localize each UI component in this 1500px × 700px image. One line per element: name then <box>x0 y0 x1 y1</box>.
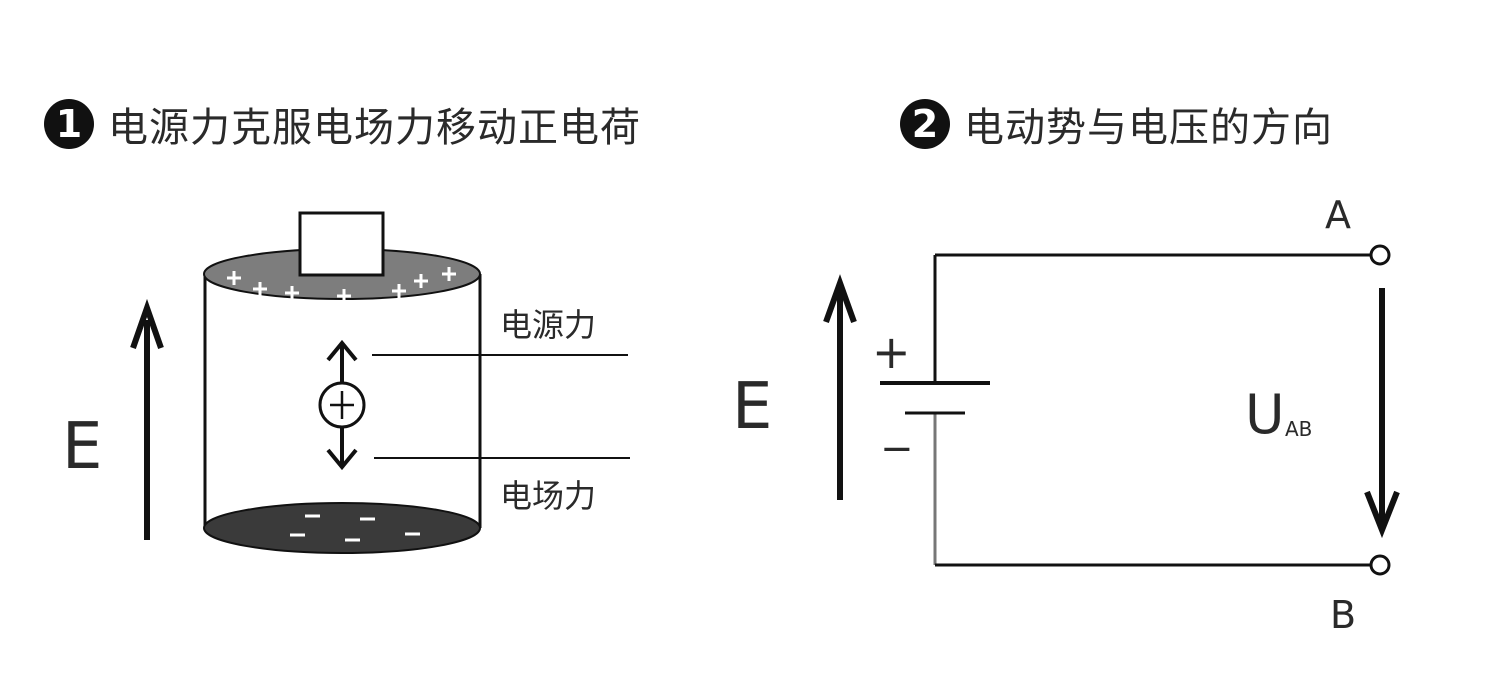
battery-terminal-cap <box>298 211 385 277</box>
voltage-subscript: AB <box>1285 417 1312 441</box>
voltage-label: U <box>1245 383 1285 446</box>
terminal-b <box>1369 554 1391 576</box>
panel1-number-badge: 1 <box>44 99 94 149</box>
panel2-title: 2 电动势与电压的方向 <box>900 94 1333 154</box>
cylinder <box>203 211 482 554</box>
positive-charge <box>318 381 366 429</box>
negative-charges <box>290 514 420 542</box>
panel2-title-text: 电动势与电压的方向 <box>964 105 1333 151</box>
battery-plus-sign: + <box>872 325 911 379</box>
positive-charges <box>227 267 456 303</box>
panel1-field-label: E <box>62 410 102 484</box>
terminal-b-label: B <box>1330 593 1356 637</box>
panel2-field-arrow <box>823 274 857 500</box>
panel1-title-text: 电源力克服电场力移动正电荷 <box>108 105 641 151</box>
circuit-wires <box>933 253 1370 567</box>
terminal-a-label: A <box>1325 193 1351 237</box>
source-force-arrow <box>326 339 358 383</box>
panel2-field-label: E <box>732 370 772 444</box>
panel1-field-arrow <box>130 298 164 540</box>
terminal-a <box>1369 244 1391 266</box>
battery-minus-sign: − <box>880 426 914 472</box>
field-force-arrow <box>326 427 358 471</box>
field-force-label: 电场力 <box>500 477 596 515</box>
panel1-title: 1 电源力克服电场力移动正电荷 <box>44 94 641 154</box>
source-force-label: 电源力 <box>500 306 596 344</box>
negative-plate <box>203 502 481 554</box>
panel2-number-badge: 2 <box>900 99 950 149</box>
voltage-arrow <box>1364 288 1400 539</box>
